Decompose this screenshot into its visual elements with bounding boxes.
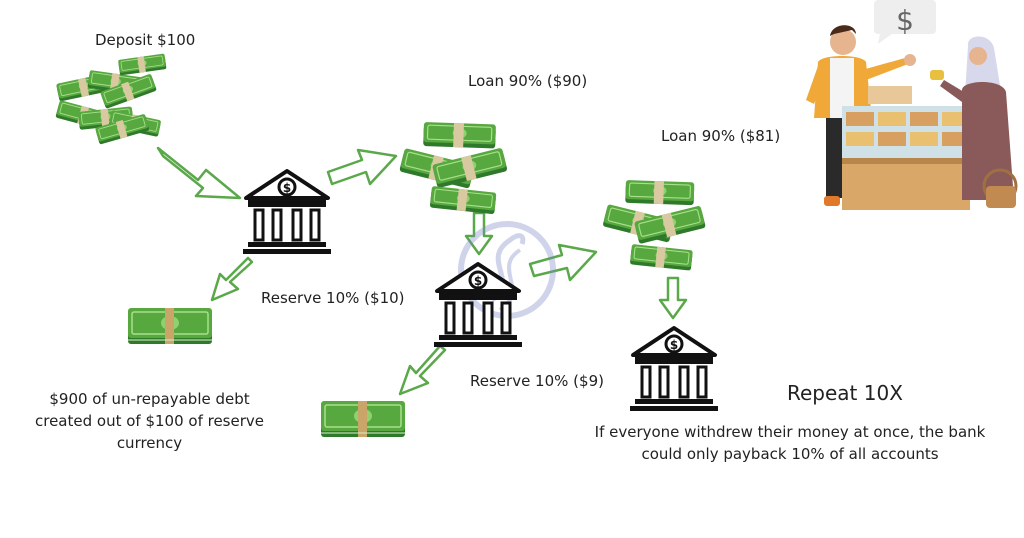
reserve-label-2: Reserve 10% ($9) bbox=[470, 372, 604, 390]
loan-label-1: Loan 90% ($90) bbox=[468, 72, 588, 90]
loan-2-money bbox=[601, 179, 707, 272]
repeat-label: Repeat 10X bbox=[787, 381, 903, 405]
deposit-money-pile bbox=[54, 53, 167, 146]
debt-note-line-1: $900 of un-repayable debt bbox=[49, 390, 250, 408]
debt-note-line-3: currency bbox=[116, 434, 183, 452]
arrow-deposit-to-bank bbox=[156, 146, 242, 200]
svg-text:$: $ bbox=[896, 4, 914, 37]
arrow-loan-1-to-bank-2 bbox=[464, 211, 494, 256]
arrow-bank-to-loan-1 bbox=[326, 148, 398, 186]
withdraw-note: If everyone withdrew their money at once… bbox=[580, 421, 1000, 465]
shop-counter bbox=[842, 86, 970, 210]
arrow-bank-to-reserve-1 bbox=[210, 256, 254, 302]
deposit-label: Deposit $100 bbox=[95, 31, 196, 49]
reserve-label-1: Reserve 10% ($10) bbox=[261, 289, 405, 307]
withdraw-note-line-1: If everyone withdrew their money at once… bbox=[594, 423, 986, 441]
dollar-sign-bubble: $ bbox=[874, 0, 936, 44]
loan-label-2: Loan 90% ($81) bbox=[661, 127, 781, 145]
withdraw-note-line-2: could only payback 10% of all accounts bbox=[641, 445, 939, 463]
loan-1-money bbox=[398, 121, 509, 215]
reserve-2-money bbox=[320, 400, 406, 438]
arrow-bank-2-to-reserve-2 bbox=[398, 344, 447, 396]
shop-illustration: $ bbox=[806, 0, 1018, 210]
reserve-1-money bbox=[127, 307, 213, 345]
bank-icon-1 bbox=[241, 169, 333, 256]
customer-figure bbox=[930, 36, 1018, 208]
arrow-loan-2-to-bank-3 bbox=[658, 276, 688, 320]
debt-note: $900 of un-repayable debt created out of… bbox=[22, 388, 277, 454]
arrow-bank-2-to-loan-2 bbox=[528, 243, 598, 282]
debt-note-line-2: created out of $100 of reserve bbox=[34, 412, 264, 430]
bank-icon-3 bbox=[628, 326, 720, 413]
